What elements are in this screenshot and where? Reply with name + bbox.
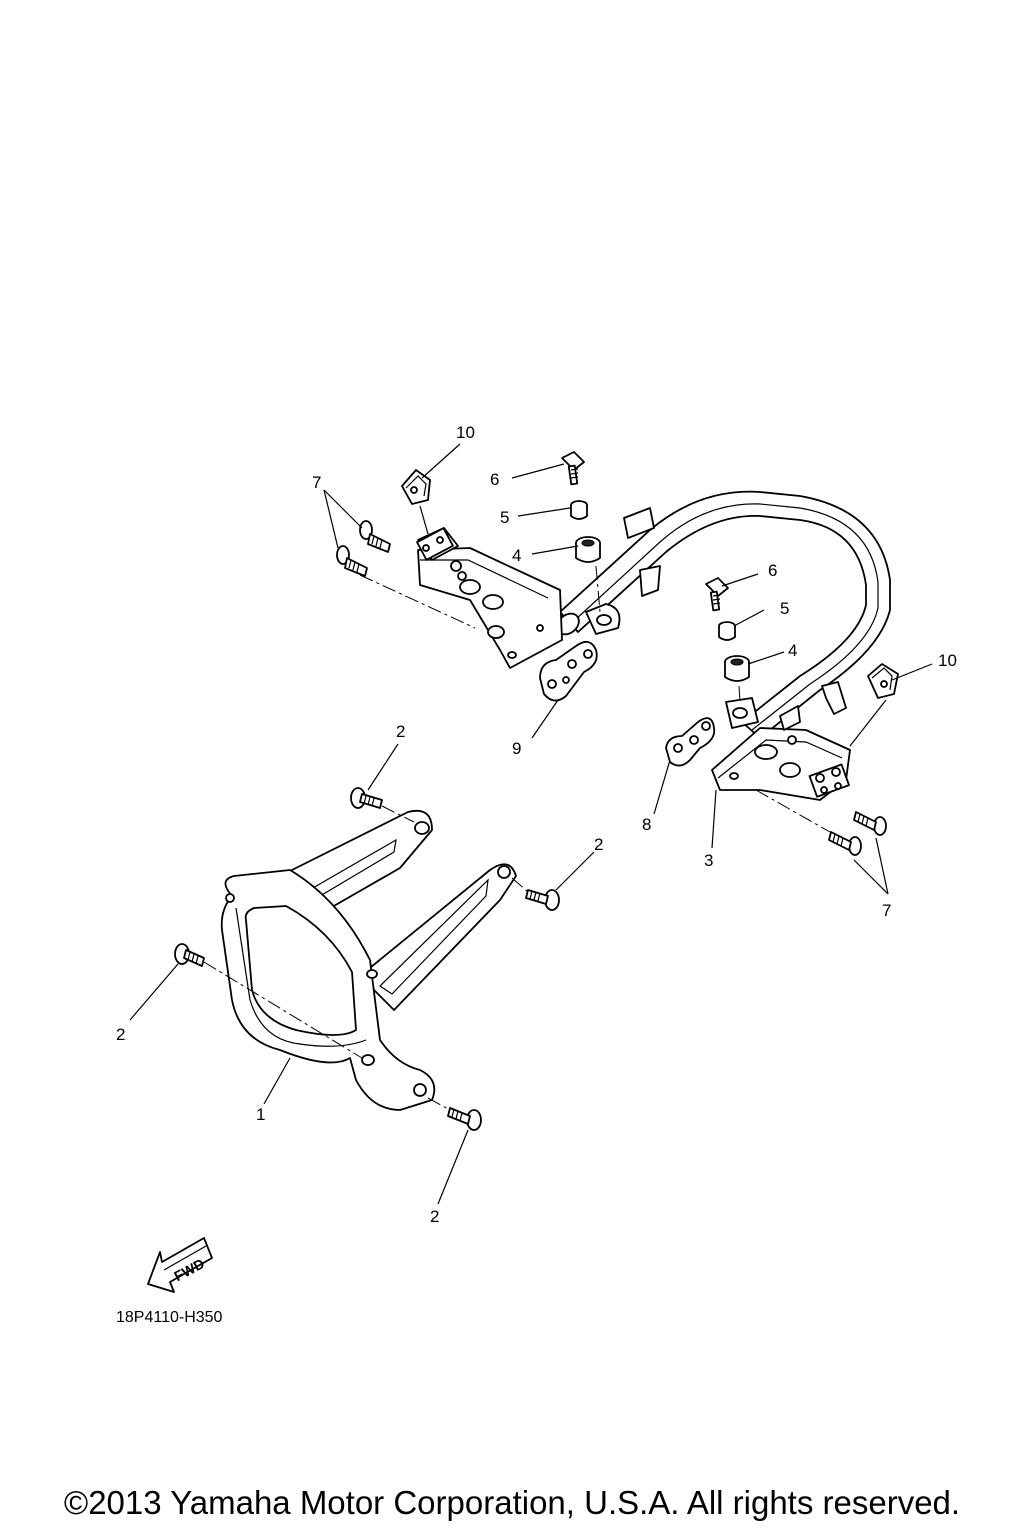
- diagram-code: 18P4110-H350: [116, 1309, 223, 1326]
- callout-8: 8: [642, 815, 651, 834]
- copyright-notice: ©2013 Yamaha Motor Corporation, U.S.A. A…: [63, 1484, 961, 1521]
- grommet-right: [724, 655, 750, 682]
- guard-bolt-a: [350, 787, 383, 809]
- callout-2b: 2: [594, 835, 603, 854]
- callout-2d: 2: [430, 1207, 439, 1226]
- callout-5a: 5: [500, 508, 509, 527]
- flange-bolt-lower-a: [853, 811, 887, 836]
- flange-bolt-lower-b: [828, 831, 862, 856]
- collar-right: [718, 621, 736, 641]
- grab-bar-assembly: [416, 490, 891, 801]
- callout-7b: 7: [882, 901, 891, 920]
- right-nut-clip: [867, 663, 899, 699]
- upper-bolt-left: [561, 451, 585, 486]
- callout-5b: 5: [780, 599, 789, 618]
- right-damper-plate: [665, 717, 716, 767]
- callout-4a: 4: [512, 546, 521, 565]
- callout-6a: 6: [490, 470, 499, 489]
- flange-bolt-upper-a: [359, 520, 391, 553]
- callout-labels: 10 6 5 4 7 9 6 5 4 10 8 3 7 2 2 2 1 2: [116, 423, 957, 1226]
- callout-6b: 6: [768, 561, 777, 580]
- alignment-lines: [203, 505, 887, 1111]
- guard-bolt-c: [174, 943, 205, 967]
- callout-10a: 10: [456, 423, 475, 442]
- callout-4b: 4: [788, 641, 797, 660]
- callout-10b: 10: [938, 651, 957, 670]
- front-guard-assembly: [220, 809, 517, 1111]
- fwd-arrow-icon: FWD: [147, 1237, 213, 1293]
- grommet-left: [575, 536, 601, 563]
- callout-1: 1: [256, 1105, 265, 1124]
- leader-lines: [129, 443, 933, 1205]
- callout-3: 3: [704, 851, 713, 870]
- guard-bolt-d: [447, 1107, 482, 1131]
- callout-2c: 2: [116, 1025, 125, 1044]
- callout-2a: 2: [396, 722, 405, 741]
- left-nut-clip: [401, 469, 431, 505]
- callout-7a: 7: [312, 473, 321, 492]
- flange-bolt-upper-b: [336, 545, 368, 577]
- collar-left: [570, 500, 588, 520]
- upper-bolt-right: [705, 577, 729, 612]
- callout-9: 9: [512, 739, 521, 758]
- left-damper-plate: [539, 640, 598, 702]
- guard-bolt-b: [525, 889, 560, 911]
